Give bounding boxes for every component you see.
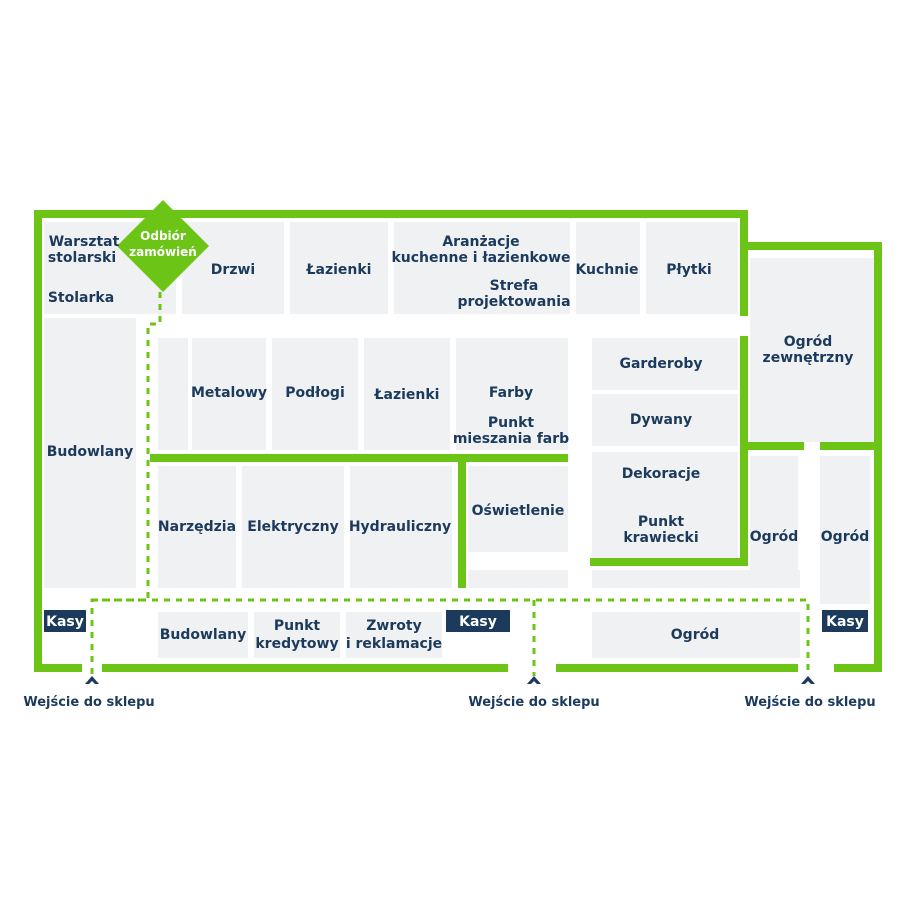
zone-hydrauliczny[interactable] xyxy=(350,466,452,588)
entrance-arrow-icon xyxy=(801,676,815,684)
entrance-arrow-icon xyxy=(85,676,99,684)
label-punkt-krawiecki-2: krawiecki xyxy=(623,530,698,546)
label-aranzacje-1: Aranżacje xyxy=(442,234,519,250)
zone-ogrod-bottom[interactable] xyxy=(592,612,800,658)
zone-farby[interactable] xyxy=(456,338,568,450)
zone-aranzacje[interactable] xyxy=(394,222,570,314)
label-hydrauliczny: Hydrauliczny xyxy=(349,519,451,535)
label-farby: Farby xyxy=(489,385,533,401)
label-dywany: Dywany xyxy=(630,412,692,428)
label-warsztat-2: stolarski xyxy=(48,250,116,266)
label-ogrod-mid: Ogród xyxy=(750,529,798,545)
label-drzwi: Drzwi xyxy=(211,262,255,278)
zone-dekoracje[interactable] xyxy=(592,452,738,558)
label-strefa-1: Strefa xyxy=(490,278,539,294)
entrance-label-1[interactable]: Wejście do sklepu xyxy=(23,695,154,710)
zone-plytki[interactable] xyxy=(646,222,738,314)
label-lazienki-mid: Łazienki xyxy=(374,387,440,403)
entrance-label-3[interactable]: Wejście do sklepu xyxy=(744,695,875,710)
entrance-labels: Wejście do sklepu Wejście do sklepu Wejś… xyxy=(23,695,875,710)
label-ogrod-zewn-1: Ogród xyxy=(784,334,832,350)
label-punkt-kredytowy-2: kredytowy xyxy=(255,636,338,652)
label-warsztat-1: Warsztat xyxy=(49,234,120,250)
zone-ogrod-zewn[interactable] xyxy=(750,258,878,442)
label-punkt-kredytowy-1: Punkt xyxy=(274,618,321,634)
zones xyxy=(44,222,878,658)
label-punkt-mieszania-1: Punkt xyxy=(488,415,535,431)
label-lazienki-top: Łazienki xyxy=(306,262,372,278)
entrance-icons xyxy=(85,676,815,684)
zone-small-strip-2 xyxy=(592,570,800,588)
zone-oswietlenie[interactable] xyxy=(468,466,568,552)
kasa-label-1: Kasy xyxy=(46,614,84,630)
zone-small-strip xyxy=(468,570,568,588)
kasy: Kasy Kasy Kasy xyxy=(44,610,868,632)
label-strefa-2: projektowania xyxy=(457,294,570,310)
odbior-line2: zamówień xyxy=(129,245,197,259)
zone-corridor-col xyxy=(158,338,188,450)
routes xyxy=(90,292,810,676)
zone-budowlany-left[interactable] xyxy=(44,318,136,588)
zone-budowlany-bottom[interactable] xyxy=(158,612,248,658)
label-budowlany-left: Budowlany xyxy=(47,444,134,460)
zone-ogrod-mid[interactable] xyxy=(750,456,798,588)
zone-metalowy[interactable] xyxy=(192,338,266,450)
zone-podlogi[interactable] xyxy=(272,338,358,450)
label-budowlany-bottom: Budowlany xyxy=(160,627,247,643)
zone-punkt-kredytowy[interactable] xyxy=(254,612,340,658)
label-podlogi: Podłogi xyxy=(285,385,345,401)
label-elektryczny: Elektryczny xyxy=(247,519,338,535)
entrance-arrow-icon xyxy=(527,676,541,684)
label-garderoby: Garderoby xyxy=(619,356,702,372)
kasa-box-2[interactable] xyxy=(446,610,510,632)
zone-lazienki-top[interactable] xyxy=(290,222,388,314)
zone-lazienki-mid[interactable] xyxy=(364,338,450,450)
zone-ogrod-right[interactable] xyxy=(820,456,870,604)
label-metalowy: Metalowy xyxy=(191,385,267,401)
label-kuchnie: Kuchnie xyxy=(575,262,638,278)
label-stolarka: Stolarka xyxy=(48,290,114,306)
label-aranzacje-2: kuchenne i łazienkowe xyxy=(391,250,570,266)
zone-elektryczny[interactable] xyxy=(242,466,344,588)
label-punkt-krawiecki-1: Punkt xyxy=(638,514,685,530)
odbior-marker[interactable]: Odbiór zamówień xyxy=(117,200,209,292)
label-ogrod-zewn-2: zewnętrzny xyxy=(763,350,854,366)
label-dekoracje: Dekoracje xyxy=(622,466,701,482)
label-plytki: Płytki xyxy=(666,262,711,278)
label-ogrod-right: Ogród xyxy=(821,529,869,545)
odbior-line1: Odbiór xyxy=(140,229,186,243)
route-left xyxy=(90,292,162,676)
zone-zwroty[interactable] xyxy=(346,612,442,658)
label-zwroty-1: Zwroty xyxy=(366,618,421,634)
label-ogrod-bottom: Ogród xyxy=(671,627,719,643)
zone-kuchnie[interactable] xyxy=(576,222,640,314)
zone-dywany[interactable] xyxy=(592,394,738,446)
zone-labels: Warsztat stolarski Stolarka Drzwi Łazien… xyxy=(47,234,870,652)
zone-garderoby[interactable] xyxy=(592,338,738,390)
entrance-label-2[interactable]: Wejście do sklepu xyxy=(468,695,599,710)
zone-narzedzia[interactable] xyxy=(158,466,236,588)
label-punkt-mieszania-2: mieszania farb xyxy=(453,431,569,447)
kasa-label-2: Kasy xyxy=(459,614,497,630)
kasa-box-3[interactable] xyxy=(822,610,868,632)
label-narzedzia: Narzędzia xyxy=(158,519,236,535)
label-oswietlenie: Oświetlenie xyxy=(472,503,565,519)
label-zwroty-2: i reklamacje xyxy=(346,636,442,652)
kasa-box-1[interactable] xyxy=(44,610,86,632)
kasa-label-3: Kasy xyxy=(826,614,864,630)
walls xyxy=(34,210,882,672)
